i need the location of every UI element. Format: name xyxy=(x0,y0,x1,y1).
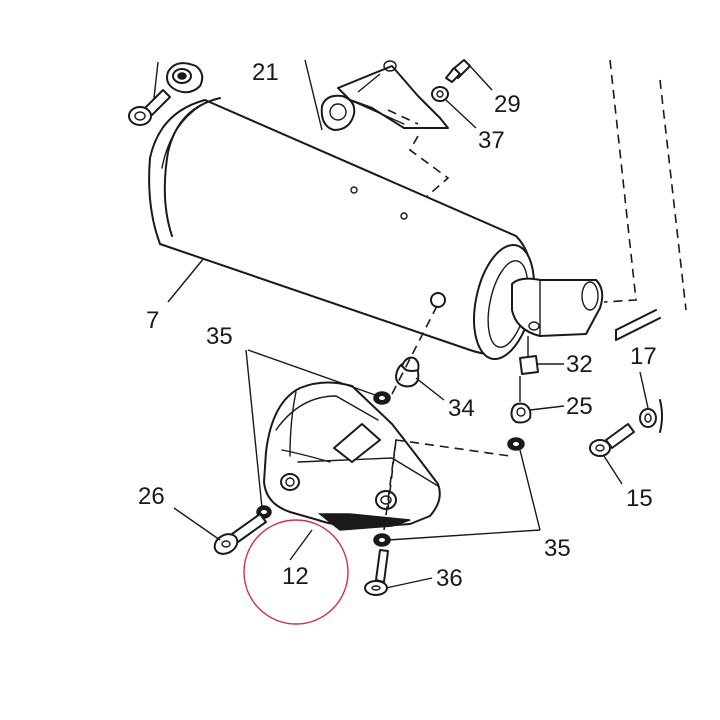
nut-25 xyxy=(510,402,532,424)
label-part-34: 34 xyxy=(448,395,475,422)
washer-17 xyxy=(639,408,657,428)
label-part-17: 17 xyxy=(630,343,657,370)
label-part-32: 32 xyxy=(566,351,593,378)
rubber-bushing-top-left xyxy=(166,62,204,94)
silencer-body xyxy=(148,97,535,361)
label-part-7: 7 xyxy=(146,307,159,334)
washer-35-top xyxy=(373,391,391,405)
bolt-15 xyxy=(589,423,635,457)
washer-35-right xyxy=(507,437,525,451)
bolt-29 xyxy=(445,59,471,83)
exhaust-pipe-stub xyxy=(511,277,604,337)
label-part-21: 21 xyxy=(252,59,279,86)
label-part-15: 15 xyxy=(626,485,653,512)
label-part-26: 26 xyxy=(138,483,165,510)
bolt-26 xyxy=(213,513,267,555)
label-part-36: 36 xyxy=(436,565,463,592)
washer-37 xyxy=(431,86,449,102)
mounting-bracket xyxy=(337,60,449,129)
clamp-32 xyxy=(519,355,539,375)
rubber-bushing-top xyxy=(320,94,356,131)
bolt-top-left xyxy=(128,89,171,126)
label-part-37: 37 xyxy=(478,127,505,154)
label-part-25: 25 xyxy=(566,393,593,420)
label-part-12: 12 xyxy=(282,563,309,590)
label-part-35-top: 35 xyxy=(206,323,233,350)
label-part-35-bottom: 35 xyxy=(544,535,571,562)
grommet-34 xyxy=(395,356,420,388)
label-part-29: 29 xyxy=(494,91,521,118)
washer-35-bottom xyxy=(373,533,391,547)
bolt-36 xyxy=(364,549,389,596)
heat-shield xyxy=(263,381,441,531)
highlight-circle xyxy=(243,519,349,625)
